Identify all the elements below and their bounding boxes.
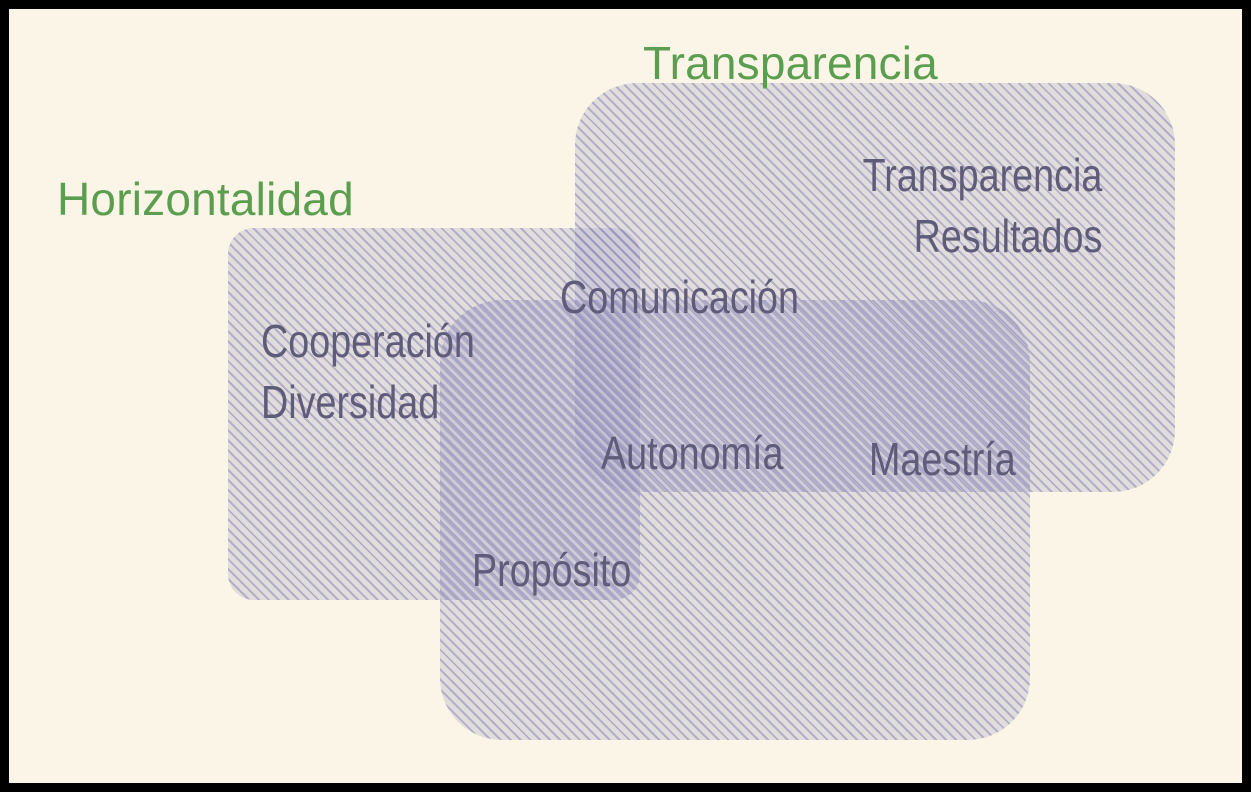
region-proposito — [440, 300, 1030, 740]
group-title-horizontalidad: Horizontalidad — [57, 173, 354, 225]
item-group-transparencia-resultados: Transparencia Resultados — [862, 145, 1102, 266]
item-maestria: Maestría — [869, 433, 1016, 485]
diagram-canvas: Horizontalidad Transparencia Transparenc… — [9, 9, 1242, 783]
item-group-cooperacion-diversidad: Cooperación Diversidad — [261, 311, 475, 432]
item-cooperacion: Cooperación — [261, 315, 475, 367]
item-comunicacion: Comunicación — [560, 271, 800, 323]
item-proposito: Propósito — [472, 544, 632, 596]
group-title-transparencia: Transparencia — [643, 37, 938, 89]
item-transparencia: Transparencia — [862, 149, 1102, 201]
item-diversidad: Diversidad — [261, 375, 440, 428]
item-resultados: Resultados — [913, 209, 1102, 262]
item-autonomia: Autonomía — [601, 427, 784, 479]
